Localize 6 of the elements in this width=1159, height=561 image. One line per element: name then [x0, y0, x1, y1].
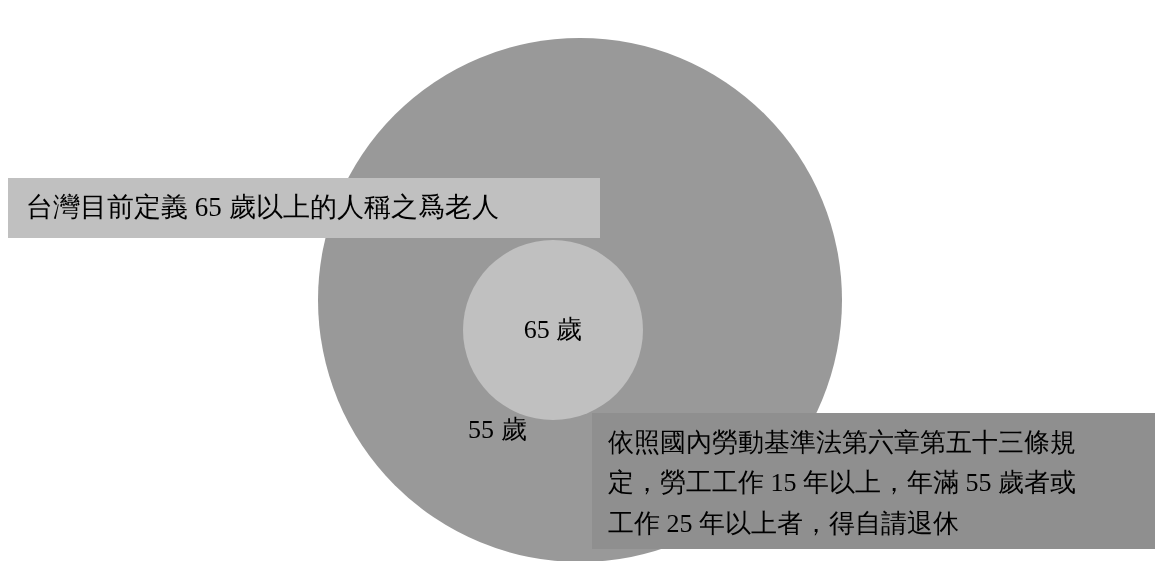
- node-label: 65 歲: [522, 314, 584, 346]
- callout-box: [8, 178, 600, 238]
- node-label: 55 歲: [468, 414, 528, 446]
- callout-box: [592, 413, 1155, 549]
- node-label: 台灣目前定義 65 歲以上的人稱之爲老人: [26, 191, 500, 224]
- node-label: 依照國內勞動基準法第六章第五十三條規定，勞工工作 15 年以上，年滿 55 歲者或工作 25 年以上者，得自請退休: [608, 427, 1077, 540]
